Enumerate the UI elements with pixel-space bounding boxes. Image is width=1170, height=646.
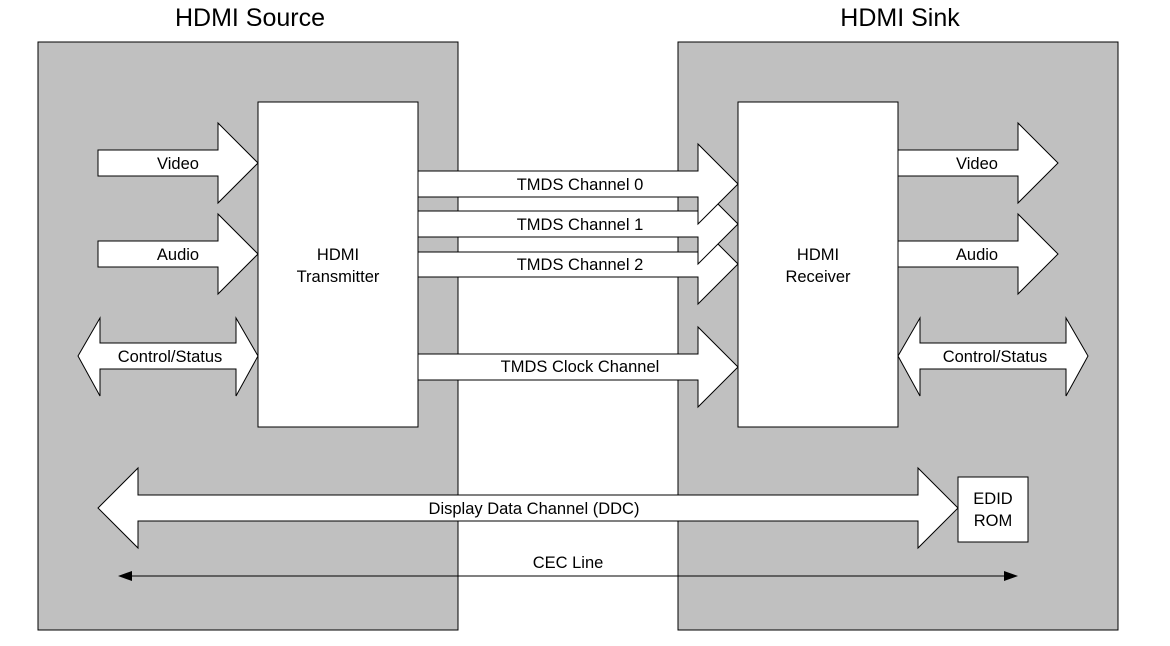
tmds-channel-0-label: TMDS Channel 0 [517, 176, 644, 194]
video-out-arrow [897, 121, 1059, 205]
hdmi-receiver-block [737, 101, 899, 428]
audio-out-arrow [897, 212, 1059, 296]
transmitter-label-line1: HDMI [317, 246, 359, 264]
edid-label-line2: ROM [974, 512, 1013, 530]
tmds-clock-channel-label: TMDS Clock Channel [501, 358, 660, 376]
video-out-label: Video [956, 155, 998, 173]
cec-left-arrowhead [118, 571, 132, 581]
control-status-sink-label: Control/Status [943, 348, 1048, 366]
cec-right-arrowhead [1004, 571, 1018, 581]
edid-label-line1: EDID [973, 490, 1013, 508]
video-in-label: Video [157, 155, 199, 173]
edid-rom-block [957, 476, 1029, 543]
sink-title: HDMI Sink [840, 4, 960, 32]
ddc-label: Display Data Channel (DDC) [429, 500, 640, 518]
source-title: HDMI Source [175, 4, 325, 32]
receiver-label-line2: Receiver [785, 268, 851, 286]
receiver-label-line1: HDMI [797, 246, 839, 264]
tmds-channel-2-label: TMDS Channel 2 [517, 256, 644, 274]
audio-in-label: Audio [157, 246, 199, 264]
control-status-source-label: Control/Status [118, 348, 223, 366]
hdmi-transmitter-block [257, 101, 419, 428]
tmds-clock-channel-arrow [417, 325, 739, 409]
video-in-arrow [97, 121, 259, 205]
control-status-sink-arrow [897, 316, 1089, 397]
audio-in-arrow [97, 212, 259, 296]
audio-out-label: Audio [956, 246, 998, 264]
tmds-channel-1-label: TMDS Channel 1 [517, 216, 644, 234]
transmitter-label-line2: Transmitter [297, 268, 380, 286]
tmds-channel-0-arrow [417, 142, 739, 226]
cec-label: CEC Line [533, 554, 604, 572]
